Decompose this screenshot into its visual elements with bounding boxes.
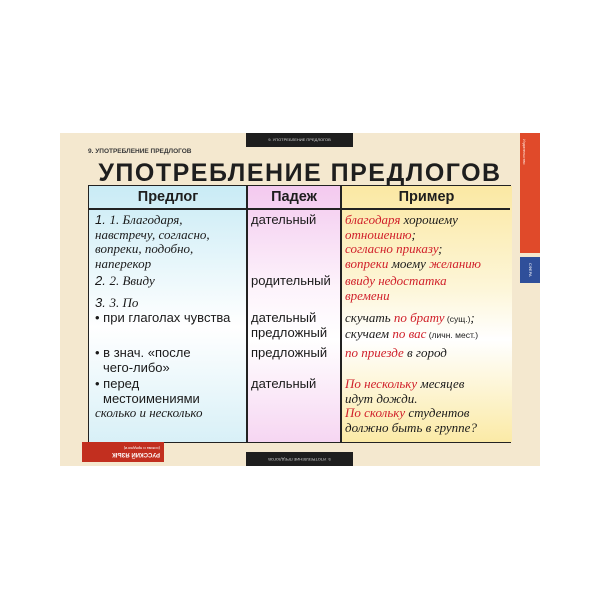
poster-title: УПОТРЕБЛЕНИЕ ПРЕДЛОГОВ bbox=[98, 159, 502, 187]
row-3b-usage: • в знач. «после чего-либо» bbox=[95, 345, 245, 375]
highlighted-preposition: по приезде bbox=[345, 345, 404, 360]
footer-strip: РУССКИЙ ЯЗЫК (союзы и предлоги) bbox=[82, 442, 164, 462]
row-2-preposition: 2. 2. Ввиду bbox=[95, 273, 155, 288]
prep-line: наперекор bbox=[95, 255, 152, 271]
row-2-case: родительный bbox=[251, 273, 331, 288]
row-3-preposition: 3. 3. По bbox=[95, 295, 139, 310]
example-text: ; bbox=[438, 241, 443, 256]
highlighted-preposition: согласно приказу bbox=[345, 241, 439, 256]
publisher-logo: СФЕРА bbox=[520, 257, 540, 283]
example-line: По скольку студентов bbox=[345, 405, 510, 421]
prepositions-table: Предлог Падеж Пример 1. 1. Благодаря, на… bbox=[88, 185, 512, 443]
row-3b-example: по приезде в город bbox=[345, 345, 510, 361]
example-text: моему bbox=[388, 255, 430, 271]
row-3a-case: дательный предложный bbox=[251, 310, 328, 340]
corner-label: 9. УПОТРЕБЛЕНИЕ ПРЕДЛОГОВ bbox=[88, 148, 192, 155]
example-text: студентов bbox=[405, 405, 470, 420]
usage-line: чего-либо» bbox=[103, 359, 170, 375]
usage-line: при глаголах чувства bbox=[103, 310, 231, 325]
case-line: дательный bbox=[251, 310, 317, 325]
highlighted-preposition: по брату bbox=[393, 310, 445, 325]
header-case: Падеж bbox=[271, 189, 317, 205]
highlighted-preposition: желанию bbox=[429, 255, 481, 271]
highlighted-preposition: вопреки bbox=[345, 255, 389, 271]
footer-topic: (союзы и предлоги) bbox=[123, 446, 160, 452]
example-line: ввиду недостатка bbox=[345, 273, 510, 289]
prep-line: навстречу, согласно, bbox=[95, 226, 210, 242]
example-line: вопреки моему желанию bbox=[345, 255, 510, 272]
highlighted-preposition: времени bbox=[345, 287, 390, 303]
case-line: предложный bbox=[251, 324, 328, 340]
row-3c-case: дательный bbox=[251, 376, 317, 391]
example-line: должно быть в группе? bbox=[345, 419, 510, 436]
row-3b-case: предложный bbox=[251, 345, 328, 360]
example-line: скучаем по вас (личн. мест.) bbox=[345, 325, 510, 343]
top-label-bar: 9. УПОТРЕБЛЕНИЕ ПРЕДЛОГОВ bbox=[246, 133, 353, 147]
example-text: хорошему bbox=[400, 212, 458, 227]
column-example bbox=[341, 186, 512, 442]
example-line: по приезде в город bbox=[345, 345, 510, 361]
publisher-strip: Издательство bbox=[520, 133, 540, 253]
header-preposition: Предлог bbox=[137, 189, 199, 205]
row-1-preposition: 1. 1. Благодаря, навстречу, согласно, во… bbox=[95, 212, 245, 271]
prep-line: вопреки, подобно, bbox=[95, 241, 194, 256]
example-line: времени bbox=[345, 287, 510, 304]
footer-subject: РУССКИЙ ЯЗЫК bbox=[112, 451, 160, 458]
bottom-label-bar: 9. УПОТРЕБЛЕНИЕ ПРЕДЛОГОВ bbox=[246, 452, 353, 466]
publisher-text: Издательство bbox=[522, 139, 527, 165]
usage-line: перед bbox=[103, 376, 140, 391]
prep-line: 3. По bbox=[109, 295, 139, 310]
example-line: скучать по брату (сущ.); bbox=[345, 310, 510, 327]
example-text: ; bbox=[470, 310, 475, 325]
column-divider bbox=[246, 186, 248, 442]
example-text: в город bbox=[403, 345, 447, 360]
header-divider bbox=[89, 208, 510, 210]
prep-line: 1. Благодаря, bbox=[109, 212, 183, 227]
highlighted-preposition: отношению bbox=[345, 226, 412, 242]
example-text: должно быть в группе? bbox=[345, 419, 477, 435]
row-1-case: дательный bbox=[251, 212, 317, 227]
row-3c-usage: • перед местоимениями сколько и нескольк… bbox=[95, 376, 245, 421]
example-text: идут дожди bbox=[345, 390, 415, 406]
row-3a-example: скучать по брату (сущ.);скучаем по вас (… bbox=[345, 310, 510, 343]
example-text: (личн. мест.) bbox=[426, 329, 479, 340]
highlighted-preposition: ввиду недостатка bbox=[345, 273, 447, 288]
example-text: (сущ.) bbox=[444, 314, 471, 324]
prep-line: 2. Ввиду bbox=[109, 273, 155, 288]
poster: 9. УПОТРЕБЛЕНИЕ ПРЕДЛОГОВ 9. УПОТРЕБЛЕНИ… bbox=[60, 133, 540, 466]
example-text: месяцев bbox=[417, 376, 465, 391]
highlighted-preposition: По нескольку bbox=[345, 376, 418, 391]
example-text: ; bbox=[411, 226, 416, 242]
row-3a-usage: • при глаголах чувства bbox=[95, 310, 231, 325]
example-line: По нескольку месяцев bbox=[345, 376, 510, 392]
example-text: скучать bbox=[345, 310, 394, 325]
example-line: идут дожди. bbox=[345, 390, 510, 407]
header-example: Пример bbox=[398, 189, 455, 205]
example-line: отношению; bbox=[345, 226, 510, 243]
example-line: благодаря хорошему bbox=[345, 212, 510, 228]
column-divider bbox=[340, 186, 342, 442]
highlighted-preposition: По скольку bbox=[345, 405, 406, 420]
column-case bbox=[247, 186, 341, 442]
usage-line: сколько и несколько bbox=[95, 405, 203, 420]
example-text: . bbox=[414, 390, 418, 406]
column-preposition bbox=[89, 186, 247, 442]
usage-line: местоимениями bbox=[103, 390, 200, 406]
example-text: скучаем bbox=[345, 325, 393, 341]
example-line: согласно приказу; bbox=[345, 241, 510, 257]
highlighted-preposition: по вас bbox=[392, 325, 427, 341]
highlighted-preposition: благодаря bbox=[345, 212, 401, 227]
usage-line: в знач. «после bbox=[103, 345, 191, 360]
